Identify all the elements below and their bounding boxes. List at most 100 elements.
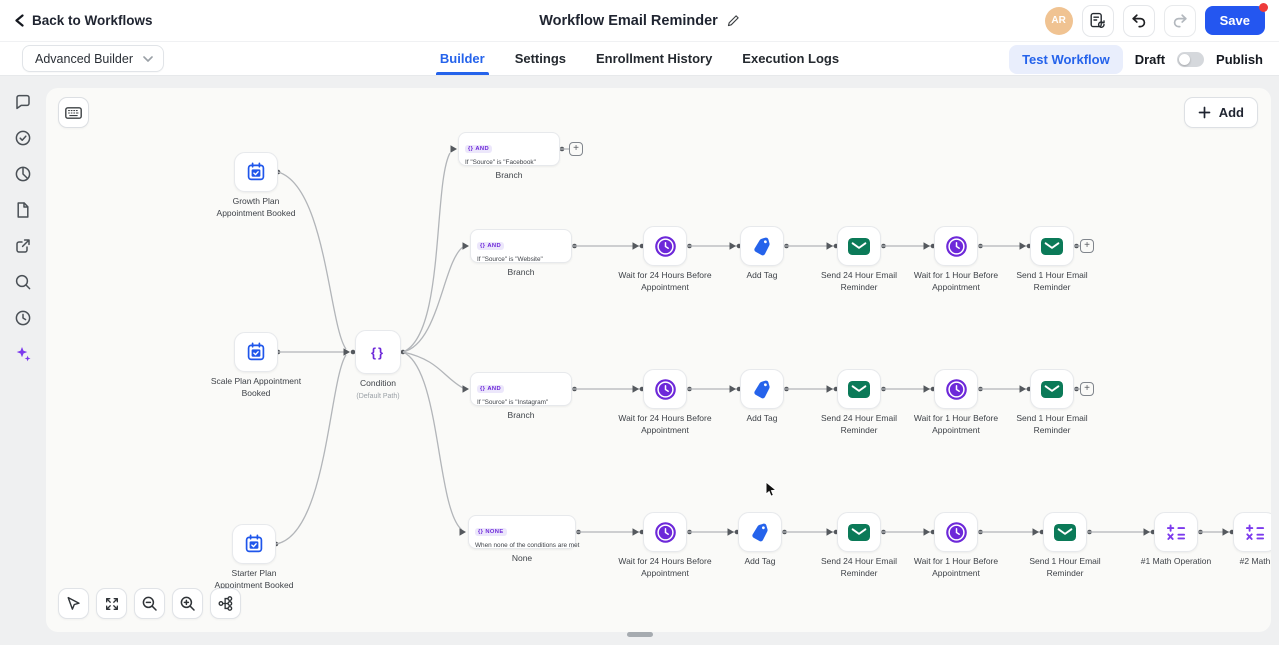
tab-settings[interactable]: Settings xyxy=(514,51,566,66)
condition-sublabel: (Default Path) xyxy=(356,392,400,400)
branch-badge: {}AND xyxy=(477,242,505,250)
pointer-tool-button[interactable] xyxy=(58,588,89,619)
left-icon-rail xyxy=(0,88,46,363)
trigger-node[interactable] xyxy=(234,332,278,372)
trigger-node[interactable] xyxy=(234,152,278,192)
zoom-in-button[interactable] xyxy=(172,588,203,619)
edit-title-pencil-icon[interactable] xyxy=(727,14,740,27)
clock-icon xyxy=(654,235,677,258)
expand-icon xyxy=(104,596,120,612)
action-node-wait24[interactable] xyxy=(643,226,687,266)
branch-badge: {}AND xyxy=(465,145,493,153)
branch-badge: {}NONE xyxy=(475,528,507,536)
auto-layout-button[interactable] xyxy=(210,588,241,619)
action-node-addtag[interactable] xyxy=(740,226,784,266)
publish-label: Publish xyxy=(1216,51,1263,67)
branch-badge: {}AND xyxy=(477,385,505,393)
test-workflow-button[interactable]: Test Workflow xyxy=(1009,44,1123,74)
toggle-knob xyxy=(1179,53,1191,65)
save-button[interactable]: Save xyxy=(1204,3,1268,35)
condition-node[interactable]: {} xyxy=(355,330,401,374)
action-node-wait1[interactable] xyxy=(934,512,978,552)
tag-icon xyxy=(752,380,773,399)
redo-icon xyxy=(1172,13,1188,28)
ai-sparkles-icon[interactable] xyxy=(14,345,32,363)
history-clock-icon[interactable] xyxy=(14,309,32,327)
email-icon xyxy=(848,237,870,255)
tab-builder[interactable]: Builder xyxy=(435,42,489,75)
action-label: Add Tag xyxy=(746,413,778,423)
calendar-icon xyxy=(246,162,266,182)
action-node-wait24[interactable] xyxy=(643,512,687,552)
action-node-addtag[interactable] xyxy=(740,369,784,409)
braces-icon: {} xyxy=(480,243,486,249)
add-button-label: Add xyxy=(1218,105,1244,120)
chevron-left-icon xyxy=(14,14,25,27)
action-node-send1[interactable] xyxy=(1030,369,1074,409)
math-icon xyxy=(1245,523,1265,541)
back-to-workflows-button[interactable]: Back to Workflows xyxy=(14,13,153,28)
zoom-in-icon xyxy=(179,595,196,612)
add-step-button[interactable]: + xyxy=(569,142,583,156)
add-step-button[interactable]: + xyxy=(1080,382,1094,396)
zoom-out-icon xyxy=(141,595,158,612)
action-label: Add Tag xyxy=(744,556,776,566)
tree-layout-icon xyxy=(217,595,234,612)
tag-icon xyxy=(750,523,771,542)
email-icon xyxy=(848,523,870,541)
action-node-wait24[interactable] xyxy=(643,369,687,409)
horizontal-scrollbar-thumb[interactable] xyxy=(627,632,653,637)
version-history-button[interactable] xyxy=(1081,4,1114,37)
braces-icon: {} xyxy=(370,344,386,360)
branch-condition-text: If "Source" is "Instagram" xyxy=(477,398,549,406)
tab-enrollment-history[interactable]: Enrollment History xyxy=(596,51,713,66)
redo-button[interactable] xyxy=(1163,4,1196,37)
tab-execution-logs[interactable]: Execution Logs xyxy=(742,51,840,66)
document-icon[interactable] xyxy=(14,201,32,219)
comment-icon[interactable] xyxy=(14,93,32,111)
action-node-send24[interactable] xyxy=(837,369,881,409)
branch-node[interactable]: {}AND If "Source" is "Instagram" xyxy=(470,372,572,406)
action-node-send24[interactable] xyxy=(837,226,881,266)
action-node-math2[interactable] xyxy=(1233,512,1271,552)
action-node-send1[interactable] xyxy=(1030,226,1074,266)
add-step-button[interactable]: + xyxy=(1080,239,1094,253)
action-node-math1[interactable] xyxy=(1154,512,1198,552)
external-link-icon[interactable] xyxy=(14,237,32,255)
action-node-wait1[interactable] xyxy=(934,226,978,266)
action-node-send24[interactable] xyxy=(837,512,881,552)
clock-icon xyxy=(654,521,677,544)
clock-icon xyxy=(654,378,677,401)
email-icon xyxy=(1041,237,1063,255)
pie-chart-icon[interactable] xyxy=(14,165,32,183)
undo-button[interactable] xyxy=(1122,4,1155,37)
add-node-button[interactable]: Add xyxy=(1183,97,1258,128)
publish-toggle[interactable] xyxy=(1177,51,1205,67)
search-icon[interactable] xyxy=(14,273,32,291)
avatar[interactable]: AR xyxy=(1044,6,1073,35)
action-node-wait1[interactable] xyxy=(934,369,978,409)
action-node-addtag[interactable] xyxy=(738,512,782,552)
zoom-out-button[interactable] xyxy=(134,588,165,619)
keyboard-shortcuts-button[interactable] xyxy=(58,97,89,128)
action-node-send1[interactable] xyxy=(1043,512,1087,552)
braces-icon: {} xyxy=(480,386,486,392)
workflow-title: Workflow Email Reminder xyxy=(539,12,718,29)
trigger-node[interactable] xyxy=(232,524,276,564)
check-circle-icon[interactable] xyxy=(14,129,32,147)
builder-mode-select[interactable]: Advanced Builder xyxy=(22,45,164,72)
fit-view-button[interactable] xyxy=(96,588,127,619)
